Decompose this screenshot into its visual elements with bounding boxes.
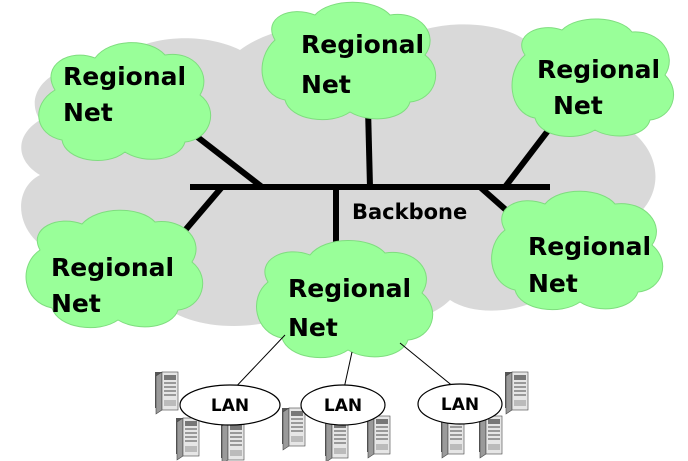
lan-2: LAN (300, 384, 386, 426)
regional-net-4-line1: Regional (51, 253, 174, 282)
regional-net-cloud-4: Regional Net (25, 209, 204, 329)
lan-3: LAN (417, 383, 503, 425)
regional-net-cloud-6: Regional Net (491, 190, 664, 311)
link-regional-3 (502, 126, 553, 189)
server-icon (175, 417, 200, 461)
server-icon (478, 415, 503, 459)
regional-net-cloud-3: Regional Net (511, 18, 675, 137)
regional-net-cloud-5: Regional Net (256, 240, 434, 359)
server-icon (281, 407, 306, 451)
regional-net-2-line2: Net (301, 70, 351, 99)
regional-net-1-line1: Regional (63, 62, 186, 91)
regional-net-4-line2: Net (51, 289, 101, 318)
regional-net-cloud-2: Regional Net (261, 1, 437, 121)
lan-1-label: LAN (211, 396, 249, 416)
lan-2-label: LAN (324, 396, 362, 416)
lan-1: LAN (179, 384, 281, 426)
link-regional-2 (365, 107, 373, 188)
regional-net-5-line2: Net (288, 313, 338, 342)
lan-link-3 (399, 342, 461, 393)
server-icon (366, 415, 391, 459)
regional-net-3-line2: Net (553, 91, 603, 120)
server-icon (504, 371, 529, 415)
server-icon (220, 421, 245, 461)
backbone-label: Backbone (352, 200, 467, 224)
regional-net-6-line2: Net (528, 269, 578, 298)
regional-net-3-line1: Regional (537, 55, 660, 84)
regional-net-1-line2: Net (63, 98, 113, 127)
lan-link-1 (229, 334, 286, 394)
regional-net-2-line1: Regional (301, 30, 424, 59)
regional-net-cloud-1: Regional Net (38, 42, 212, 161)
server-icon (324, 419, 349, 461)
server-icon (154, 371, 179, 415)
regional-net-5-line1: Regional (288, 274, 411, 303)
lan-3-label: LAN (441, 395, 479, 415)
regional-net-6-line1: Regional (528, 232, 651, 261)
